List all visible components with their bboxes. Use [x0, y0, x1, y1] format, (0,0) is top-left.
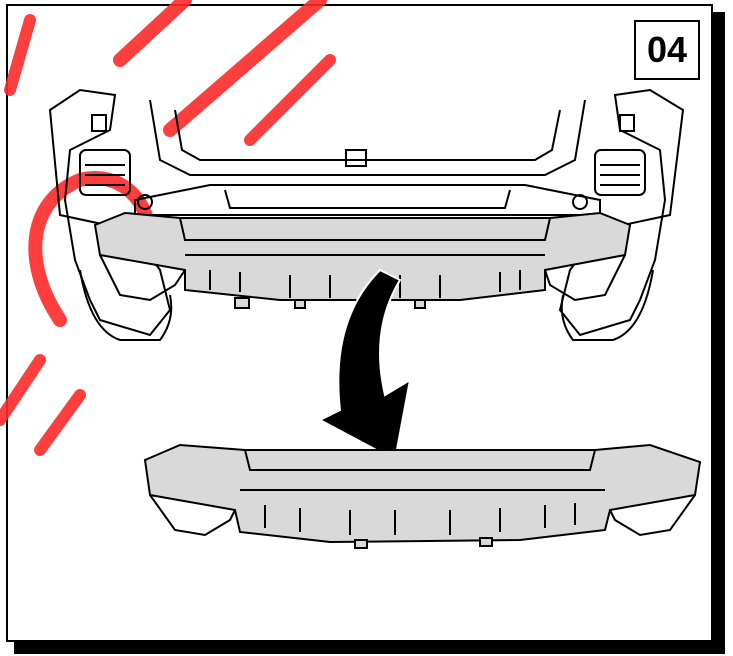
left-lamp: [79, 149, 131, 196]
left-hook: [91, 114, 107, 132]
right-reflector: [572, 194, 588, 210]
installed-left-end: [99, 254, 186, 302]
removed-beam-face: [143, 443, 702, 544]
watermark-stroke-c: [163, 0, 327, 137]
removed-beam-top: [244, 449, 596, 471]
right-hook: [619, 114, 635, 132]
watermark-stroke-e: [0, 354, 46, 426]
installed-beam-face: [93, 211, 632, 301]
right-tire: [560, 269, 654, 341]
latch: [345, 149, 367, 167]
installed-clip-a: [234, 297, 250, 309]
watermark-stroke-f: [34, 389, 86, 456]
removed-beam-slots: [264, 503, 576, 535]
installed-beam-top: [179, 217, 551, 241]
installed-right-end: [544, 254, 626, 302]
watermark-stroke-b: [113, 0, 192, 67]
trunk-inner: [174, 109, 561, 161]
right-fender: [558, 88, 685, 337]
installed-clip-c: [414, 299, 426, 309]
removed-clip-a: [354, 539, 368, 549]
left-reflector: [137, 194, 153, 210]
removed-bumper-reinforcement: [143, 443, 702, 549]
trunk-opening: [149, 99, 586, 176]
rear-panel-ribs: [224, 189, 511, 209]
removed-right-end: [609, 494, 696, 537]
left-lamp-lines: [85, 164, 125, 186]
right-lamp: [594, 149, 646, 196]
removed-clip-b: [479, 537, 493, 547]
right-lamp-lines: [600, 164, 640, 186]
installed-clip-b: [294, 299, 306, 309]
left-tire: [79, 269, 173, 341]
installed-beam-slots: [209, 270, 521, 298]
watermark-stroke-a: [4, 14, 36, 96]
removed-left-end: [149, 494, 236, 537]
watermark-stroke-g: [244, 54, 336, 146]
step-number: 04: [646, 29, 688, 70]
installed-bumper-reinforcement: [93, 211, 632, 309]
watermark: [0, 0, 336, 456]
step-number-box: 04: [634, 20, 700, 80]
rear-panel: [134, 184, 601, 216]
